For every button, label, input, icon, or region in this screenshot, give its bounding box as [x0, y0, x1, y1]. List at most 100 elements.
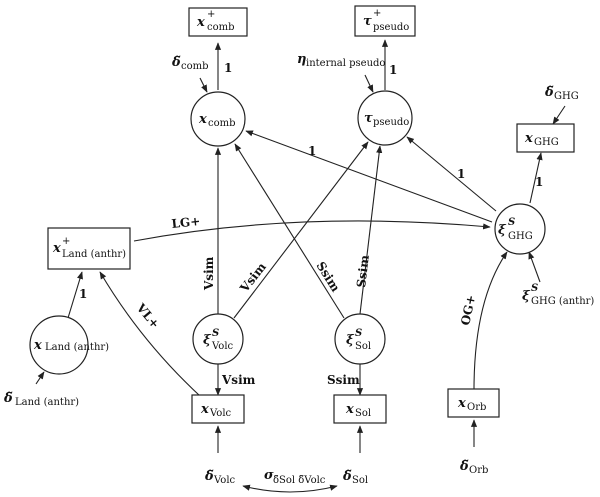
node-sup: S [355, 328, 362, 339]
node-sub: Land (anthr) [45, 342, 109, 353]
node-xi-ghg: ξ S GHG [494, 203, 546, 255]
edge-label: 1 [389, 63, 397, 77]
edge-xiVolc-to-taupseudo [233, 141, 369, 319]
edge-xVolc-to-xLand [99, 271, 201, 397]
node-sub: comb [208, 118, 236, 129]
error-symbol: ξ [522, 289, 531, 304]
node-symbol: ξ [346, 333, 355, 348]
node-xi-sol: ξ S Sol [334, 313, 386, 365]
node-sub: Orb [467, 402, 486, 413]
node-symbol: x [198, 112, 207, 127]
node-xi-volc: ξ S Volc [192, 313, 244, 365]
covariance-sub: δ̃Sol δ̃Volc [273, 475, 326, 486]
edge-xOrb-to-xiGHG [473, 251, 508, 391]
node-symbol: x [196, 15, 205, 30]
error-symbol: δ̃ [3, 391, 13, 406]
edge-xiGHG-to-taupseudo [406, 136, 497, 212]
node-x-volc: x Volc [191, 394, 245, 424]
node-x-land-plus: x + Land (anthr) [47, 227, 131, 270]
edge-label: 1 [308, 144, 316, 158]
edge-xiGHGanthr-to-xiGHG [528, 251, 541, 283]
node-sup: + [373, 8, 381, 19]
error-sub: Orb [469, 465, 488, 476]
error-eta-internal: η internal pseudo [297, 52, 385, 69]
edge-label: 1 [457, 167, 465, 181]
node-symbol: x [52, 241, 61, 256]
node-sup: S [508, 217, 515, 228]
covariance-symbol: σ [264, 468, 274, 483]
error-sub: Land (anthr) [15, 397, 79, 408]
edge-xLand-to-xiGHG [133, 220, 491, 242]
node-sub: Land (anthr) [62, 249, 126, 260]
error-sup: S [531, 283, 538, 294]
node-sub: Volc [209, 408, 232, 419]
edge-xiGHG-to-xcomb [245, 130, 493, 223]
edge-label: Vsim [221, 373, 256, 387]
error-delta-orb: δ̃ Orb [459, 459, 488, 476]
edge-label: OG+ [458, 294, 478, 327]
edge-label: 1 [224, 61, 232, 75]
edge-deltaLand-to-xLand [35, 371, 45, 385]
covariance-label: σ δ̃Sol δ̃Volc [264, 468, 326, 486]
edge-xiSol-to-xcomb [234, 143, 345, 319]
error-sub: Sol [352, 475, 368, 486]
edge-eta-to-taupseudo [364, 74, 374, 93]
error-xi-ghg-anthr: ξ S GHG (anthr) [522, 283, 594, 307]
node-symbol: x [345, 402, 354, 417]
error-sub: GHG [554, 91, 579, 102]
node-sub: pseudo [373, 117, 409, 128]
edge-xiSol-to-taupseudo [359, 145, 383, 315]
node-sub: Sol [355, 341, 371, 352]
node-sub: pseudo [373, 22, 409, 33]
error-symbol: δ̃ [342, 469, 352, 484]
error-symbol: δ̃ [459, 459, 469, 474]
error-symbol: δ̃ [171, 55, 181, 70]
error-delta-land: δ̃ Land (anthr) [3, 391, 79, 408]
error-delta-sol: δ̃ Sol [342, 469, 368, 486]
node-symbol: x [457, 396, 466, 411]
node-symbol: τ [364, 111, 373, 126]
node-x-comb: x comb [190, 91, 246, 147]
error-sub: Volc [213, 475, 236, 486]
node-sup: + [62, 236, 70, 247]
edge-label: 1 [535, 175, 543, 189]
error-symbol: δ̃ [204, 469, 214, 484]
node-symbol: x [524, 131, 533, 146]
node-sub: GHG [534, 137, 559, 148]
edge-label: LG+ [171, 214, 201, 231]
node-sup: + [207, 9, 215, 20]
edge-deltaGHG-to-xGHG [552, 105, 566, 125]
error-delta-volc: δ̃ Volc [204, 469, 236, 486]
node-sub: Volc [211, 341, 234, 352]
node-x-ghg: x GHG [516, 123, 575, 153]
edge-xLandcircle-to-xLandbox [67, 271, 83, 319]
node-symbol: x [200, 402, 209, 417]
edge-deltacomb-to-xcomb [199, 77, 208, 93]
edge-label: Vsim [202, 256, 216, 291]
node-symbol: x [33, 338, 42, 353]
node-sub: GHG [508, 231, 533, 242]
node-symbol: ξ [498, 223, 507, 238]
node-x-comb-plus: x + comb [188, 7, 248, 37]
edge-label: 1 [79, 287, 87, 301]
node-symbol: τ [363, 14, 372, 29]
node-sub: comb [207, 22, 235, 33]
edge-xiGHG-to-xGHG [529, 152, 543, 204]
covariance-arc [242, 484, 338, 493]
node-sub: Sol [355, 408, 371, 419]
node-x-sol: x Sol [333, 394, 387, 424]
error-symbol: δ̃ [544, 85, 554, 100]
node-symbol: ξ [203, 333, 212, 348]
error-sub: internal pseudo [306, 58, 385, 69]
node-x-orb: x Orb [447, 388, 500, 418]
node-x-land: x Land (anthr) [29, 315, 109, 375]
edge-label: Ssim [354, 254, 372, 288]
error-symbol: η [297, 52, 306, 67]
node-tau-pseudo-plus: τ + pseudo [354, 5, 416, 37]
node-tau-pseudo: τ pseudo [357, 90, 413, 146]
error-delta-ghg: δ̃ GHG [544, 85, 579, 102]
error-sub: comb [181, 61, 209, 72]
edge-label: Ssim [327, 373, 360, 387]
error-sub: GHG (anthr) [531, 296, 594, 307]
